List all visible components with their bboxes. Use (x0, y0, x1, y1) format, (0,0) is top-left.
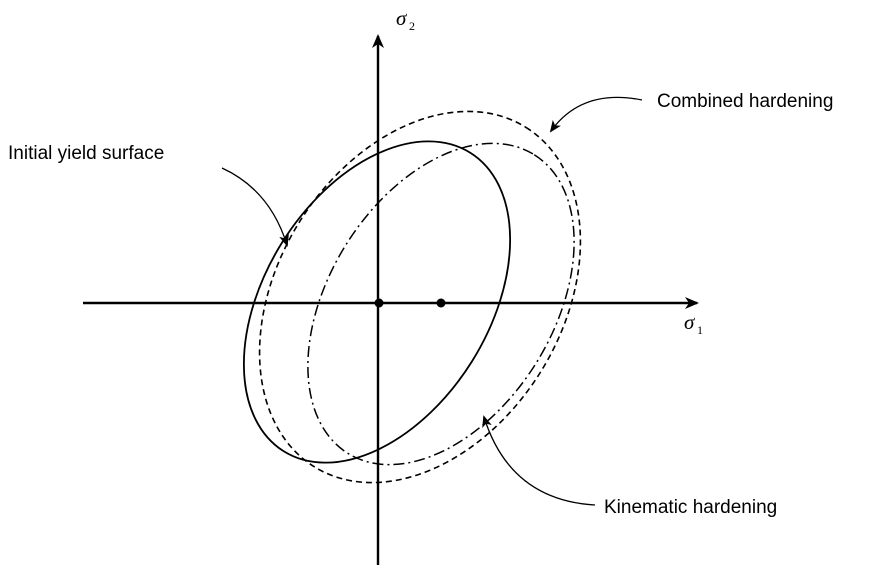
kinematic-hardening-surface (307, 142, 575, 466)
initial-yield-leader-arrow (221, 167, 289, 247)
origin-point (374, 298, 384, 308)
combined-hardening-surface (258, 110, 582, 484)
sigma1-subscript: 1 (697, 323, 703, 337)
combined-hardening-leader-arrow (549, 96, 643, 133)
shifted-center-point (436, 298, 446, 308)
sigma2-subscript: 2 (409, 19, 415, 33)
initial-yield-surface-label: Initial yield surface (8, 143, 164, 164)
kinematic-hardening-leader-arrow (482, 415, 596, 506)
sigma1-label: σ (684, 310, 696, 334)
sigma2-label: σ (396, 6, 408, 30)
combined-hardening-label: Combined hardening (657, 91, 833, 112)
kinematic-hardening-label: Kinematic hardening (604, 497, 777, 518)
